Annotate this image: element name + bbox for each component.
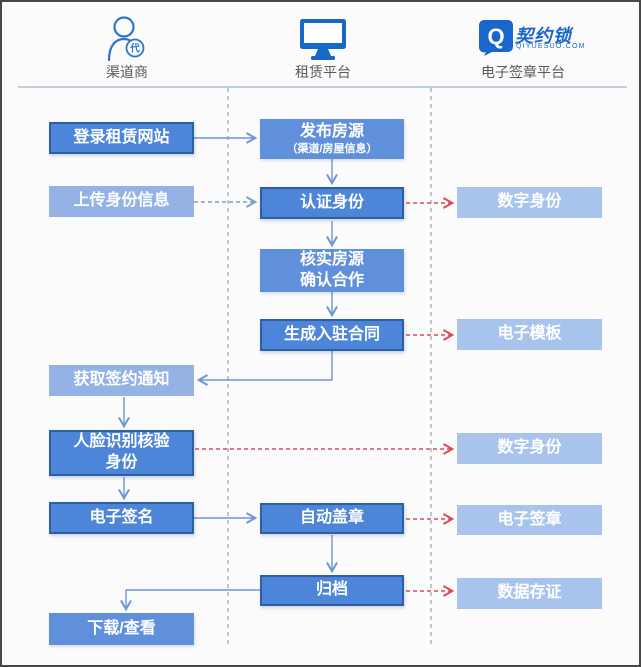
node-eseal: 电子签章 (457, 505, 602, 535)
node-generate-contract: 生成入驻合同 (260, 319, 404, 351)
node-upload-identity: 上传身份信息 (49, 186, 194, 217)
connector-contract-to-notice (196, 351, 333, 386)
publish-subtitle: （渠道/房屋信息） (286, 142, 378, 155)
node-face-verify: 人脸识别核验 身份 (49, 430, 194, 476)
node-auto-seal: 自动盖章 (260, 503, 404, 534)
svg-text:Q: Q (487, 24, 504, 49)
node-login-rental-site: 登录租赁网站 (49, 122, 194, 154)
node-digital-identity-1: 数字身份 (457, 187, 602, 218)
agent-icon: 代 (107, 16, 145, 62)
node-publish-listing: 发布房源 （渠道/房屋信息） (260, 119, 404, 159)
logo-domain-text: QIYUESUO.COM (516, 43, 586, 50)
node-download-view: 下载/查看 (49, 613, 194, 645)
lane-label-esign-platform: 电子签章平台 (481, 64, 565, 80)
lane-label-channel: 渠道商 (106, 64, 148, 80)
node-sign-notice: 获取签约通知 (49, 365, 194, 396)
connector-archive-to-download (120, 589, 260, 612)
node-auth-identity: 认证身份 (260, 187, 404, 219)
node-esign: 电子签名 (49, 502, 194, 534)
svg-text:代: 代 (129, 43, 140, 55)
publish-title: 发布房源 (299, 123, 364, 140)
logo-brand-text: 契约锁 (515, 26, 572, 46)
node-etemplate: 电子模板 (457, 319, 602, 350)
lane-label-rental-platform: 租赁平台 (295, 64, 351, 80)
monitor-icon (300, 19, 346, 60)
node-verify-house: 核实房源 确认合作 (260, 249, 404, 292)
node-data-deposit: 数据存证 (457, 578, 602, 609)
node-digital-identity-2: 数字身份 (457, 433, 602, 464)
qiyuesuo-logo-icon: Q (479, 20, 513, 56)
node-archive: 归档 (260, 575, 404, 606)
